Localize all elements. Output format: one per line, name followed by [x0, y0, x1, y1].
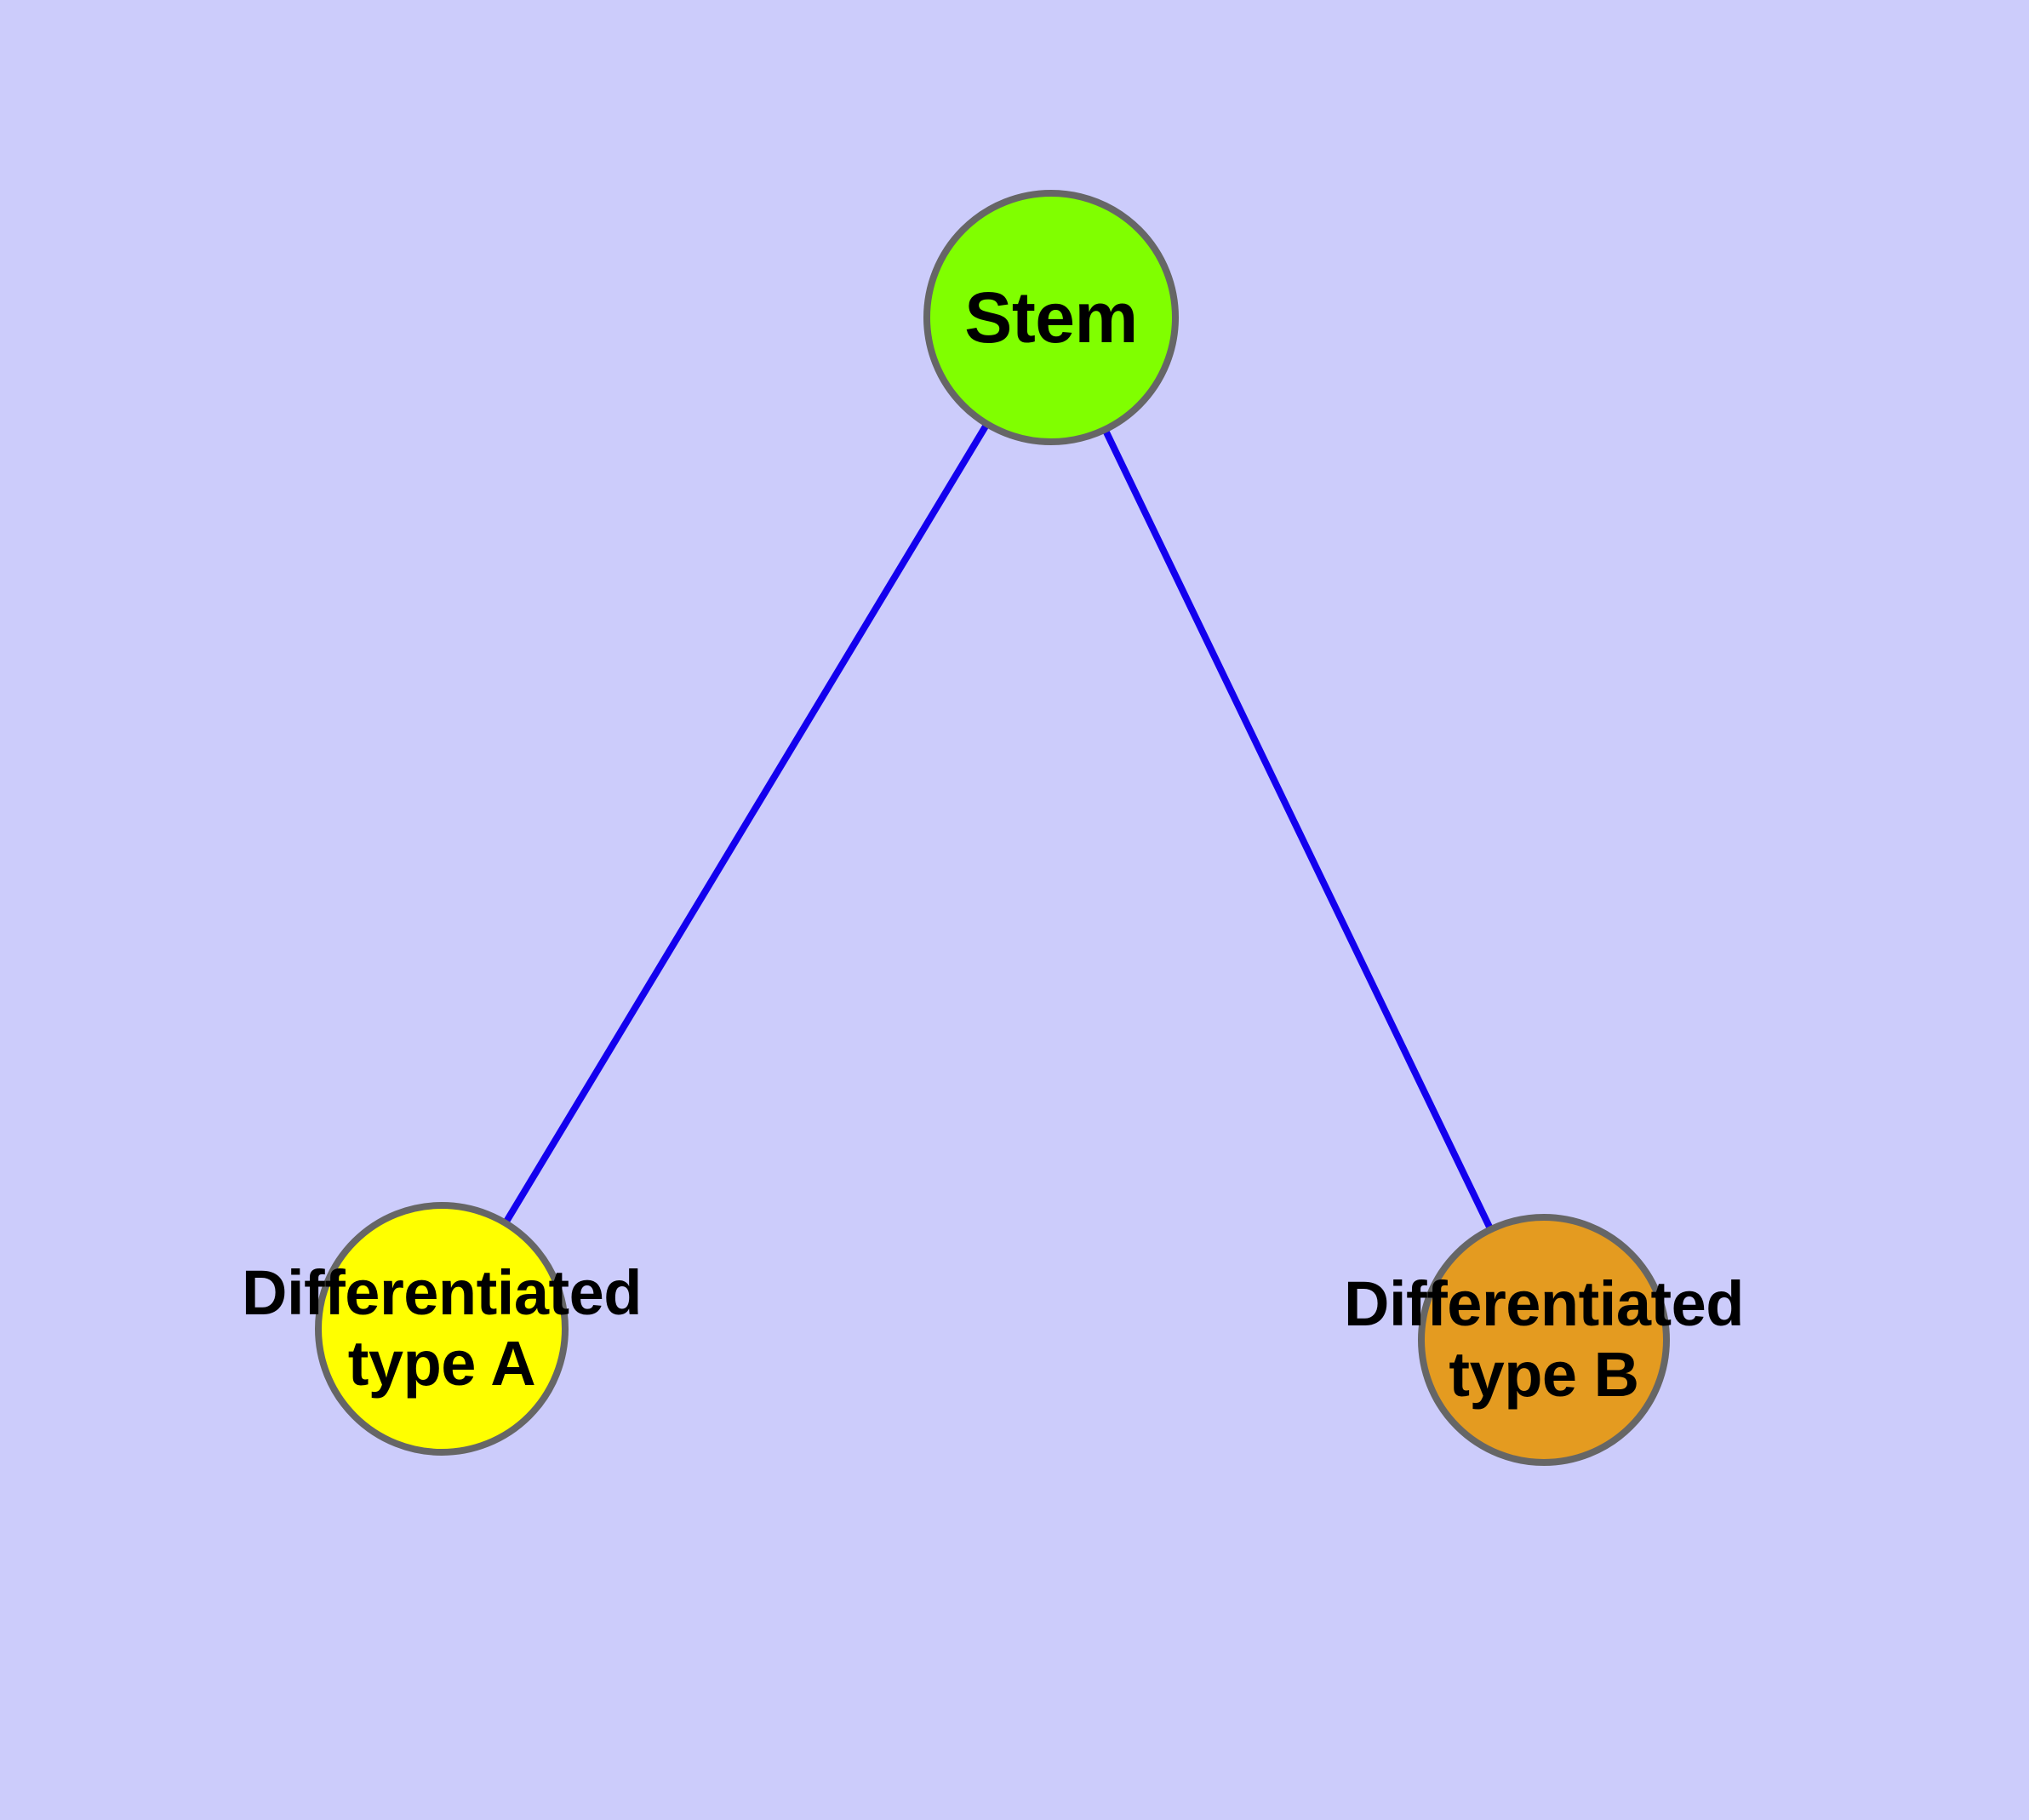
graph-node-diff_a[interactable]	[315, 1202, 569, 1456]
graph-edge	[438, 315, 1055, 1331]
edges-group	[438, 315, 1547, 1342]
graph-node-stem[interactable]	[923, 190, 1179, 445]
graph-node-diff_b[interactable]	[1418, 1214, 1670, 1466]
graph-edge	[1048, 316, 1547, 1342]
